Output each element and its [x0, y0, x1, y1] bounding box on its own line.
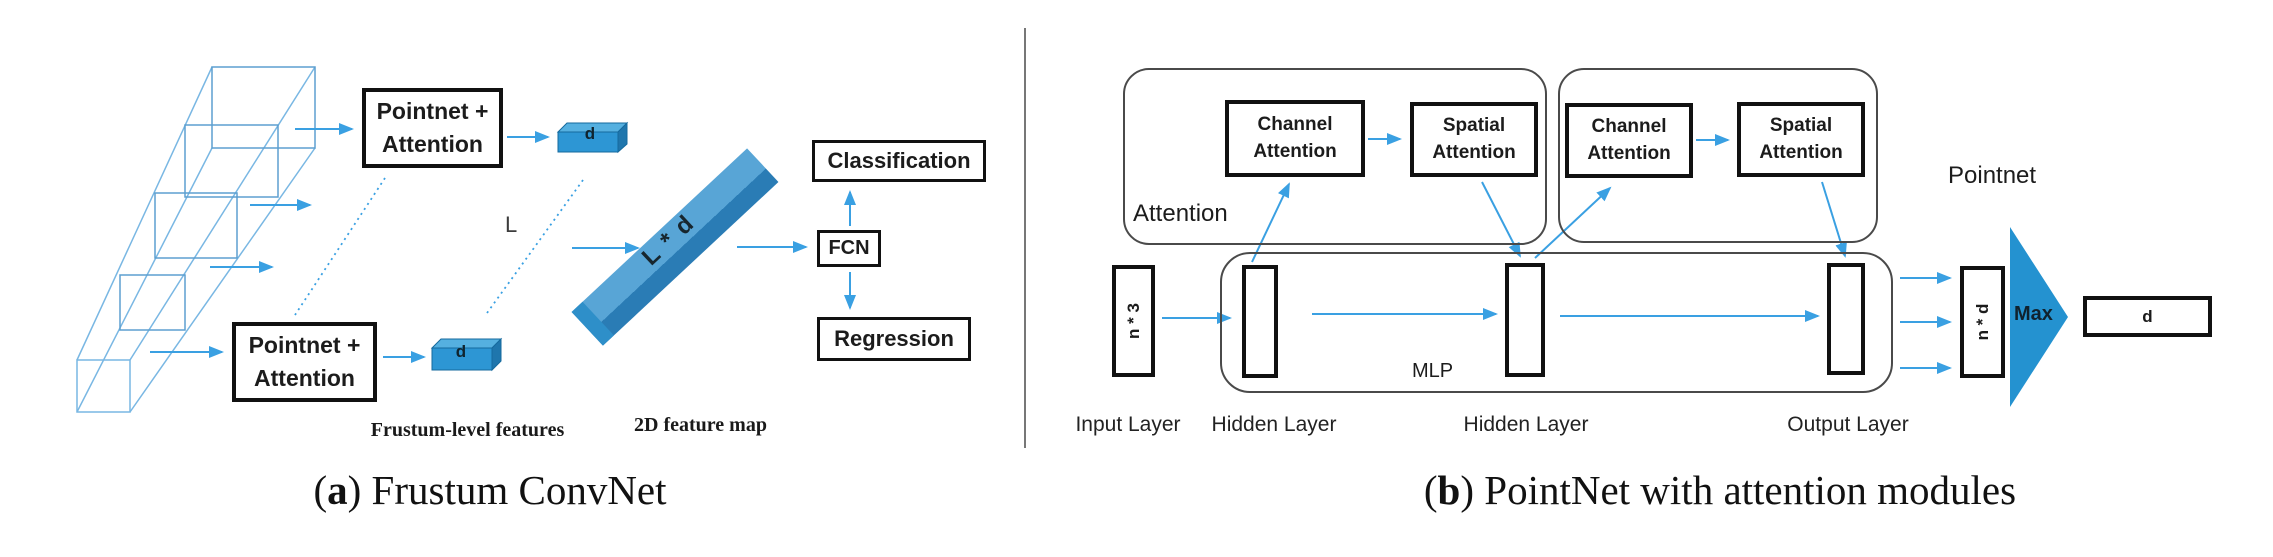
hidden-layer-label-1: Hidden Layer [1211, 413, 1337, 436]
hidden-layer-box-2 [1505, 263, 1545, 377]
attention-group-label: Attention [1133, 200, 1228, 227]
caption-b-marker: b [1437, 467, 1461, 513]
input-layer-value: n * 3 [1123, 303, 1143, 339]
pointnet-group-label: Pointnet [1948, 162, 2037, 189]
pointnet-attention-bottom-line2: Attention [254, 365, 355, 391]
classification-label: Classification [827, 148, 971, 173]
spatial-attention-box-2: Spatial Attention [1737, 102, 1865, 177]
pointnet-attention-top-line2: Attention [382, 131, 483, 157]
regression-label: Regression [834, 326, 954, 351]
channel-attention-2-line1: Channel [1591, 115, 1667, 137]
output-d-value: d [2142, 306, 2153, 326]
output-d-box: d [2083, 296, 2212, 337]
nd-feature-box: n * d [1960, 266, 2005, 378]
panel-b-arrows [1162, 133, 1952, 374]
classification-box: Classification [812, 140, 986, 182]
caption-a: (a) Frustum ConvNet [240, 466, 740, 514]
feature-box-d-bottom [430, 337, 503, 372]
output-layer-label: Output Layer [1787, 413, 1909, 436]
feature-box-d-top [556, 121, 629, 154]
channel-attention-1-line1: Channel [1257, 113, 1333, 135]
caption-a-marker: a [327, 467, 348, 513]
caption-b-paren-close: ) [1460, 467, 1485, 513]
attention-module-1 [1123, 68, 1547, 245]
hidden-layer-box-1 [1242, 265, 1278, 378]
fcn-box: FCN [817, 230, 881, 267]
panel-a-arrows [150, 123, 856, 363]
nd-feature-value: n * d [1972, 303, 1992, 341]
output-layer-box [1827, 263, 1865, 375]
pointnet-attention-box-bottom: Pointnet + Attention [232, 322, 377, 402]
pointnet-attention-box-top: Pointnet + Attention [362, 88, 503, 168]
channel-attention-box-2: Channel Attention [1565, 103, 1693, 178]
ellipsis-dotted-lines [294, 177, 584, 316]
attention-module-2 [1558, 68, 1878, 243]
caption-a-text: Frustum ConvNet [371, 467, 667, 513]
spatial-attention-1-line1: Spatial [1442, 114, 1506, 136]
hidden-layer-label-2: Hidden Layer [1463, 413, 1589, 436]
spatial-attention-1-line2: Attention [1432, 141, 1516, 163]
pointnet-attention-top-line1: Pointnet + [376, 98, 489, 125]
channel-attention-1-line2: Attention [1253, 140, 1337, 162]
caption-a-paren-open: ( [313, 467, 328, 513]
fcn-label: FCN [828, 237, 870, 259]
caption-b: (b) PointNet with attention modules [1370, 466, 2070, 514]
max-pool-triangle [2010, 227, 2068, 407]
feature-map-label: 2D feature map [634, 414, 767, 436]
caption-b-paren-open: ( [1423, 467, 1438, 513]
caption-a-paren-close: ) [347, 467, 372, 513]
max-label: Max [2014, 303, 2053, 325]
pointnet-attention-bottom-line1: Pointnet + [248, 332, 361, 359]
regression-box: Regression [817, 317, 971, 361]
d-label-top: d [584, 124, 596, 143]
input-layer-label: Input Layer [1075, 413, 1181, 436]
mlp-container [1220, 252, 1893, 393]
frustum-level-features-label: Frustum-level features [370, 419, 565, 441]
channel-attention-box-1: Channel Attention [1225, 100, 1365, 177]
d-label-bottom: d [455, 342, 467, 361]
input-layer-box: n * 3 [1112, 265, 1155, 377]
caption-b-text: PointNet with attention modules [1484, 467, 2017, 513]
l-count-label: L [505, 212, 518, 237]
spatial-attention-2-line1: Spatial [1769, 114, 1833, 136]
frustum-wireframe [76, 66, 316, 413]
spatial-attention-box-1: Spatial Attention [1410, 102, 1538, 177]
mlp-label: MLP [1412, 360, 1454, 382]
spatial-attention-2-line2: Attention [1759, 141, 1843, 163]
channel-attention-2-line2: Attention [1587, 142, 1671, 164]
